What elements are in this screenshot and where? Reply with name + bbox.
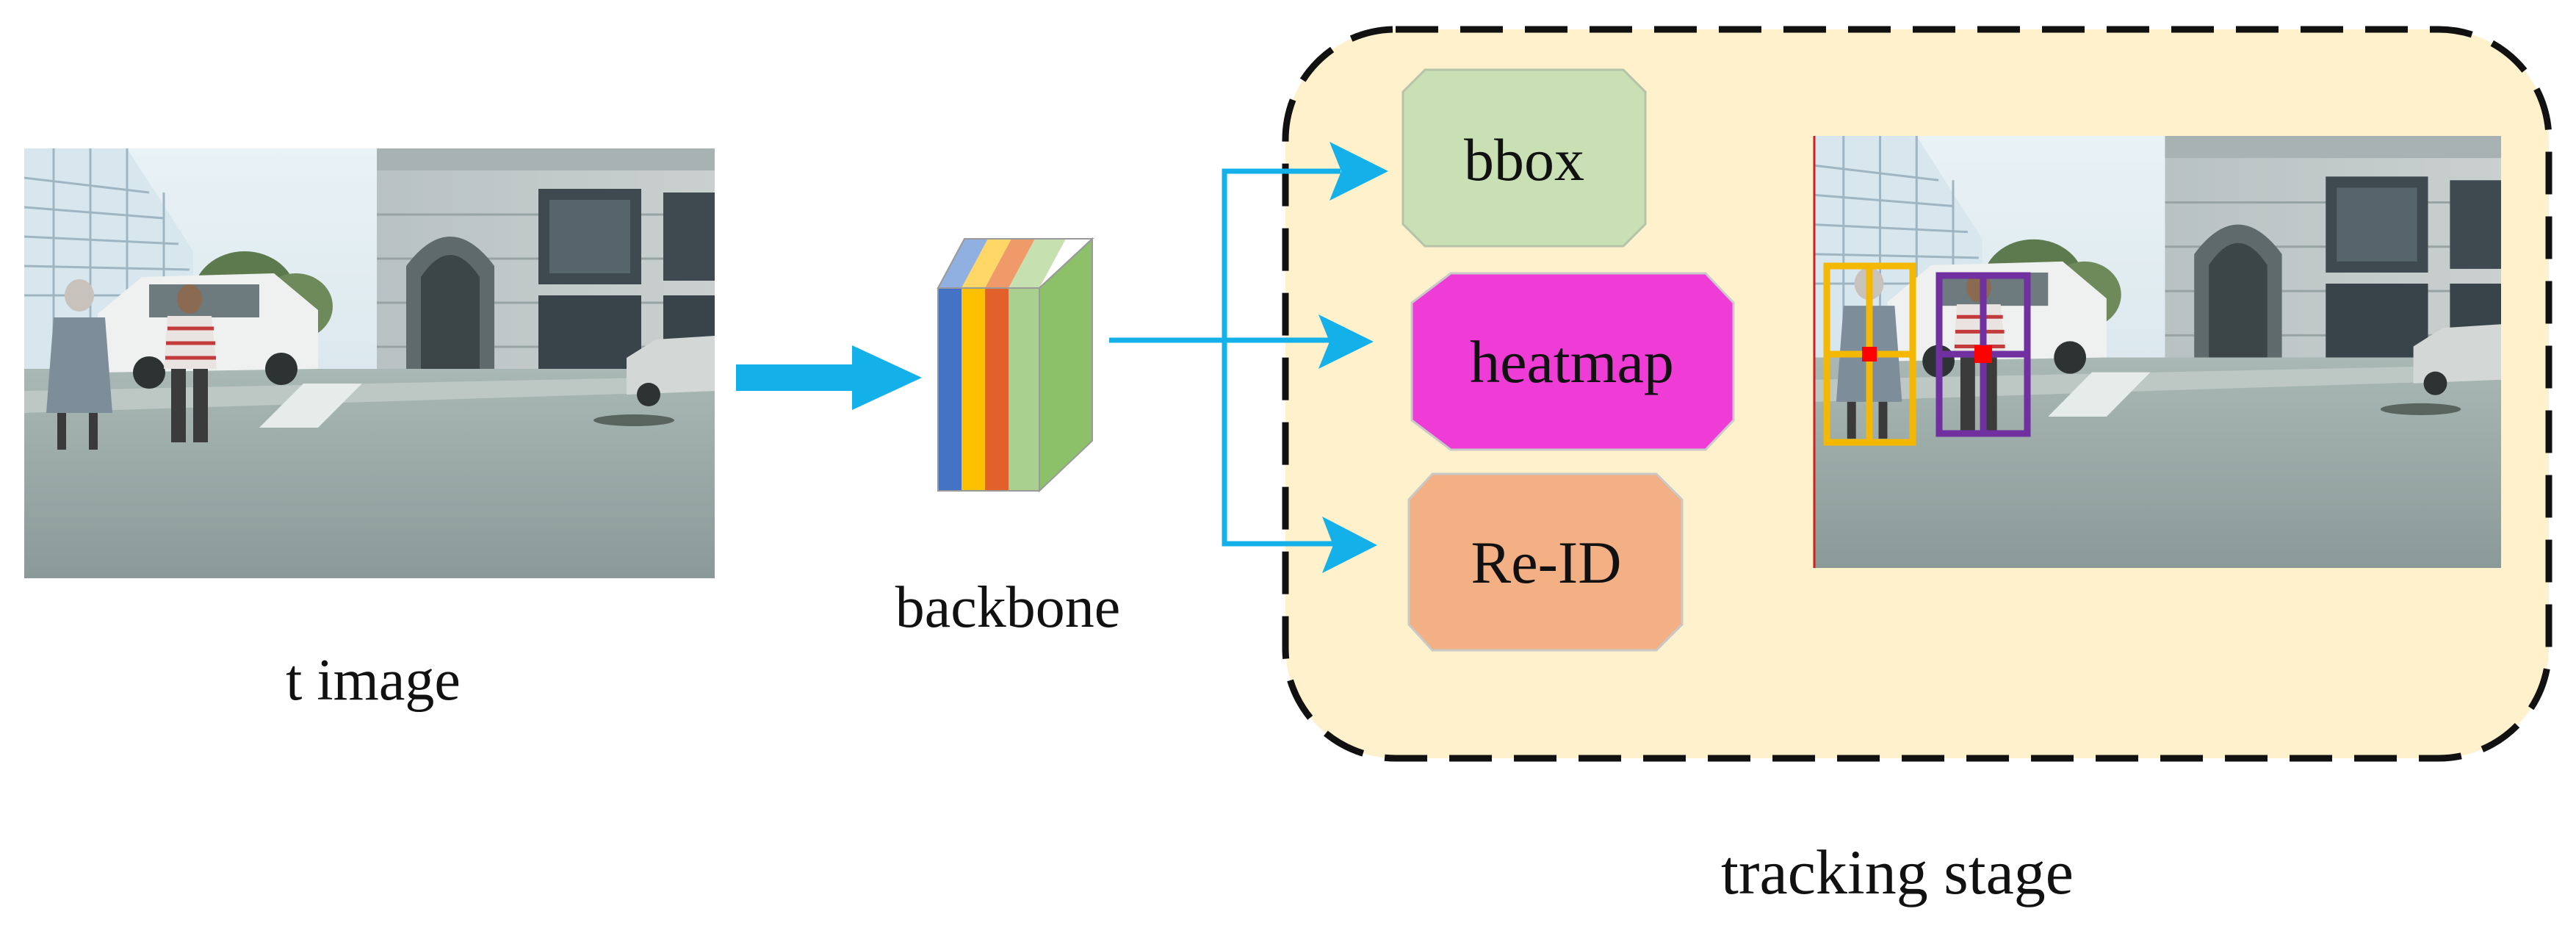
center-point-person-1 — [1862, 347, 1877, 362]
head-bbox: bbox — [1401, 68, 1647, 248]
backbone-to-heads-arrows — [1109, 168, 1355, 547]
output-image — [1813, 136, 2501, 568]
head-heatmap: heatmap — [1410, 272, 1735, 451]
head-reid-label: Re-ID — [1471, 529, 1622, 596]
input-caption: t image — [286, 648, 461, 713]
arrowheads — [1318, 142, 1388, 573]
head-reid: Re-ID — [1407, 472, 1684, 652]
backbone-caption: backbone — [895, 575, 1121, 640]
input-image — [24, 148, 715, 578]
head-bbox-label: bbox — [1464, 126, 1584, 193]
tracking-stage-caption: tracking stage — [1721, 837, 2074, 907]
backbone-block — [937, 237, 1094, 493]
head-heatmap-label: heatmap — [1470, 328, 1674, 395]
center-point-person-2 — [1974, 345, 1992, 363]
input-to-backbone-arrow — [736, 345, 922, 410]
